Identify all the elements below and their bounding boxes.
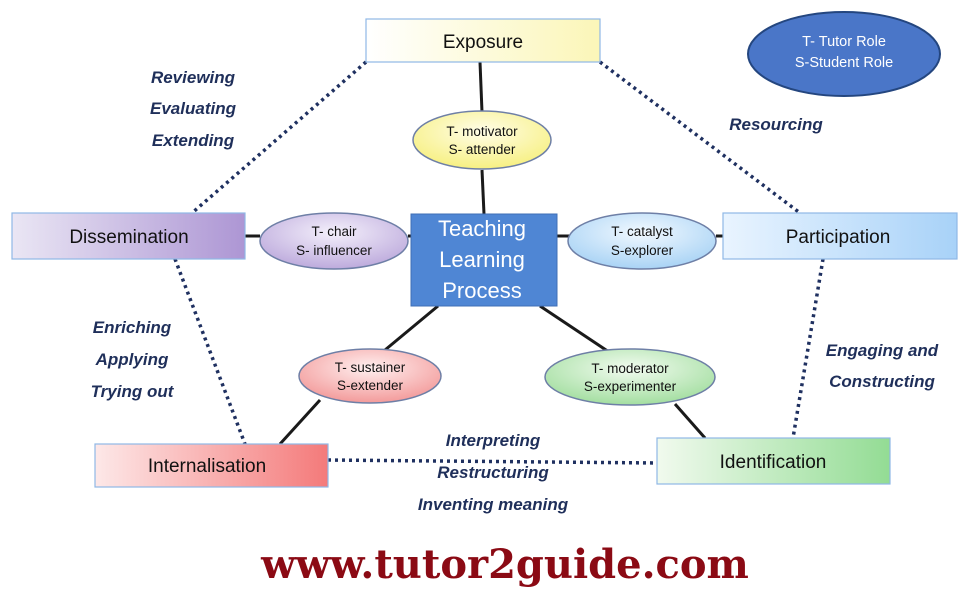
spoke-motivator-center <box>480 169 486 215</box>
stage-internalisation-label: Internalisation <box>148 456 266 477</box>
role-chair-tutor: T- chair <box>311 224 357 239</box>
role-chair-student: S- influencer <box>296 243 372 258</box>
phase-interpreting: Interpreting Restructuring Inventing mea… <box>418 431 569 514</box>
stage-participation-label: Participation <box>786 227 891 248</box>
phase-enriching-1: Enriching <box>93 318 172 337</box>
role-chair: T- chair S- influencer <box>259 212 409 270</box>
legend-student: S-Student Role <box>795 55 893 71</box>
role-motivator-tutor: T- motivator <box>446 124 518 139</box>
role-moderator-tutor: T- moderator <box>591 361 669 376</box>
phase-reviewing-1: Reviewing <box>151 68 236 87</box>
phase-reviewing-3: Extending <box>152 131 235 150</box>
role-sustainer-tutor: T- sustainer <box>335 360 406 375</box>
connector-exposure-participation <box>598 60 802 215</box>
connector-exposure-dissemination <box>190 60 368 215</box>
role-catalyst-student: S-explorer <box>611 243 674 258</box>
role-motivator: T- motivator S- attender <box>412 110 552 170</box>
phase-interpreting-3: Inventing meaning <box>418 495 569 514</box>
connector-participation-identification <box>791 258 825 439</box>
dotted-connectors <box>173 60 825 465</box>
stage-identification: Identification <box>656 437 891 485</box>
stage-internalisation: Internalisation <box>94 443 329 488</box>
website-url: www.tutor2guide.com <box>260 541 749 588</box>
role-catalyst: T- catalyst S-explorer <box>567 212 717 270</box>
stage-dissemination: Dissemination <box>11 212 246 260</box>
phase-interpreting-2: Restructuring <box>437 463 549 482</box>
phase-enriching: Enriching Applying Trying out <box>91 318 175 401</box>
spoke-center-moderator <box>539 304 613 356</box>
phase-resourcing-1: Resourcing <box>729 115 823 134</box>
role-moderator: T- moderator S-experimenter <box>544 348 716 406</box>
center-line-3: Process <box>442 278 521 303</box>
connector-dissemination-internalisation <box>173 258 247 445</box>
phase-engaging-2: Constructing <box>829 372 935 391</box>
phase-interpreting-1: Interpreting <box>446 431 541 450</box>
role-sustainer: T- sustainer S-extender <box>298 348 442 404</box>
role-sustainer-student: S-extender <box>337 378 404 393</box>
stage-exposure: Exposure <box>365 18 601 63</box>
phase-enriching-2: Applying <box>95 350 169 369</box>
spoke-center-sustainer <box>384 304 439 352</box>
phase-reviewing: Reviewing Evaluating Extending <box>150 68 237 150</box>
role-moderator-student: S-experimenter <box>584 379 677 394</box>
stage-dissemination-label: Dissemination <box>69 227 188 248</box>
spoke-exposure-motivator <box>478 61 484 113</box>
stage-participation: Participation <box>722 212 958 260</box>
legend: T- Tutor Role S-Student Role <box>747 11 941 97</box>
connector-internalisation-identification <box>327 458 658 465</box>
spoke-sustainer-internalisation <box>278 398 322 446</box>
spoke-moderator-identification <box>673 403 707 439</box>
stage-identification-label: Identification <box>720 452 827 473</box>
stage-exposure-label: Exposure <box>443 32 523 53</box>
center-line-1: Teaching <box>438 216 526 241</box>
phase-enriching-3: Trying out <box>91 382 175 401</box>
role-motivator-student: S- attender <box>449 142 516 157</box>
phase-engaging: Engaging and Constructing <box>826 341 939 391</box>
center-line-2: Learning <box>439 247 525 272</box>
role-catalyst-tutor: T- catalyst <box>611 224 673 239</box>
phase-reviewing-2: Evaluating <box>150 99 237 118</box>
legend-tutor: T- Tutor Role <box>802 34 886 50</box>
center-box: Teaching Learning Process <box>410 213 558 307</box>
phase-engaging-1: Engaging and <box>826 341 939 360</box>
phase-resourcing: Resourcing <box>729 115 823 134</box>
